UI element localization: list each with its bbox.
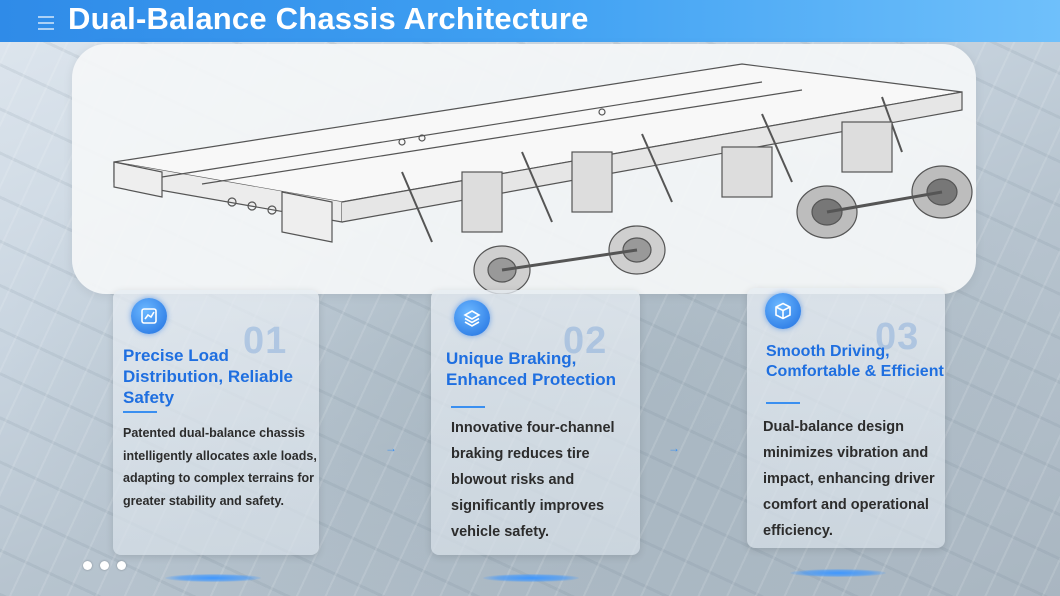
menu-icon <box>38 16 54 30</box>
pagination-dot[interactable] <box>83 561 92 570</box>
card-number: 03 <box>875 316 920 358</box>
hero-panel <box>72 44 976 294</box>
card-body: Patented dual-balance chassis intelligen… <box>123 426 317 508</box>
header-bar <box>0 0 1060 42</box>
feature-card-1: 01 Precise Load Distribution, Reliable S… <box>113 290 319 555</box>
card-number: 01 <box>243 320 288 362</box>
chart-icon <box>131 298 167 334</box>
card-glow <box>790 569 886 577</box>
page-title: Dual-Balance Chassis Architecture <box>68 1 589 36</box>
pagination-dots[interactable] <box>83 561 126 570</box>
card-title: Unique Braking, Enhanced Protection <box>446 349 617 389</box>
pagination-dot[interactable] <box>117 561 126 570</box>
flow-arrow: → <box>385 441 397 455</box>
title-underline <box>123 411 157 413</box>
card-glow <box>483 574 579 582</box>
card-body: Dual-balance design minimizes vibration … <box>763 419 935 539</box>
title-underline <box>451 406 485 408</box>
pagination-dot[interactable] <box>100 561 109 570</box>
feature-card-3: 03 Smooth Driving, Comfortable & Efficie… <box>747 288 945 548</box>
layers-icon <box>454 300 490 336</box>
flow-arrow: → <box>668 441 680 455</box>
card-number: 02 <box>563 320 608 362</box>
card-title: Smooth Driving, Comfortable & Efficient <box>766 343 944 380</box>
card-body: Innovative four-channel braking reduces … <box>451 420 615 540</box>
title-underline <box>766 402 800 404</box>
card-title: Precise Load Distribution, Reliable Safe… <box>123 346 294 407</box>
card-glow <box>165 574 261 582</box>
feature-card-2: 02 Unique Braking, Enhanced Protection I… <box>431 290 640 555</box>
chassis-illustration <box>113 63 973 294</box>
cube-icon <box>765 293 801 329</box>
